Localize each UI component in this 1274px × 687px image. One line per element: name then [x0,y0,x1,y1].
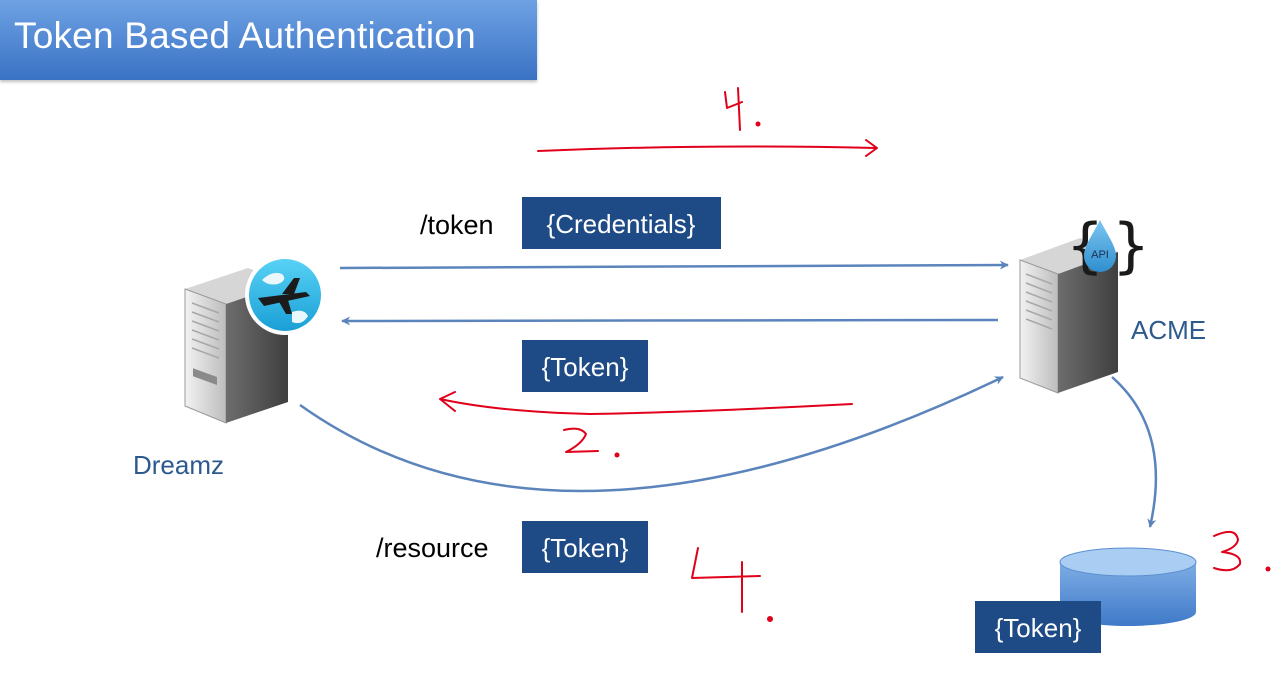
resource-request-arrow [299,375,1004,493]
client-label: Dreamz [133,450,224,480]
step-1-annotation [537,87,878,157]
db-token-box [975,601,1101,653]
svg-text:}: } [1112,211,1150,281]
token-response-box [522,340,648,392]
api-badge-label: API [1091,249,1109,261]
globe-airplane-icon [245,255,325,335]
acme-server-icon [1019,238,1118,394]
db-token-box-label: {Token} [995,613,1082,643]
token-response-box-label: {Token} [542,352,629,382]
step-3-annotation [1213,530,1271,572]
store-token-arrow [1111,376,1158,528]
resource-endpoint-label: /resource [376,533,489,563]
token-response-arrow [341,316,999,326]
handwritten-annotations [439,87,1271,622]
step-4-annotation [691,547,773,622]
credentials-box-label: {Credentials} [547,209,696,239]
api-badge-icon: { } API [1066,211,1150,281]
credentials-box [522,197,721,249]
resource-token-box-label: {Token} [542,533,629,563]
page-title: Token Based Authentication [14,15,476,56]
step-2-annotation [439,391,853,458]
credentials-request-arrow [339,260,1009,270]
token-endpoint-label: /token [420,210,494,240]
resource-token-box [522,521,648,573]
title-banner: Token Based Authentication [0,0,537,80]
server-label: ACME [1131,315,1206,345]
